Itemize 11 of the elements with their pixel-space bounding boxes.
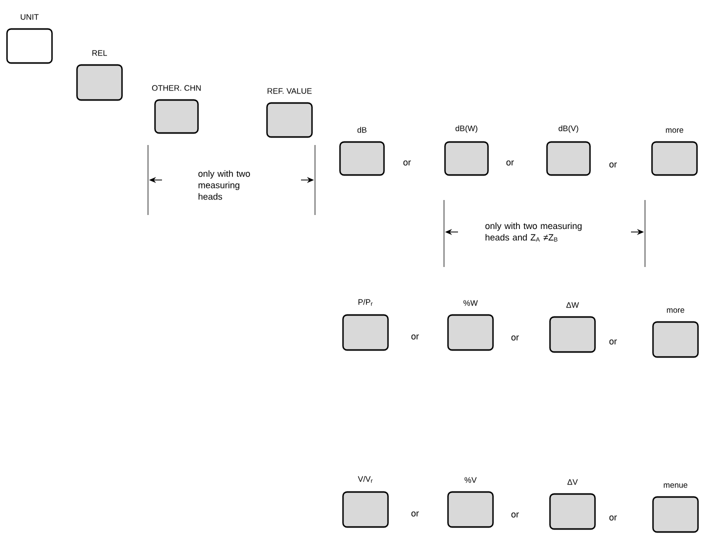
- or-text: or: [411, 334, 419, 340]
- range-note: only with two measuring heads: [198, 170, 250, 200]
- range-note: only with two measuring heads and Z$_{A}$ ≠Z$_{B}$: [485, 222, 582, 242]
- or-text: or: [511, 512, 519, 518]
- or-text: or: [511, 336, 519, 340]
- or-text: or: [411, 512, 419, 516]
- or-text: or: [506, 160, 514, 166]
- or-text: or: [609, 516, 617, 520]
- or-text: or: [403, 160, 411, 166]
- or-text: or: [609, 340, 617, 344]
- or-text: or: [609, 162, 617, 168]
